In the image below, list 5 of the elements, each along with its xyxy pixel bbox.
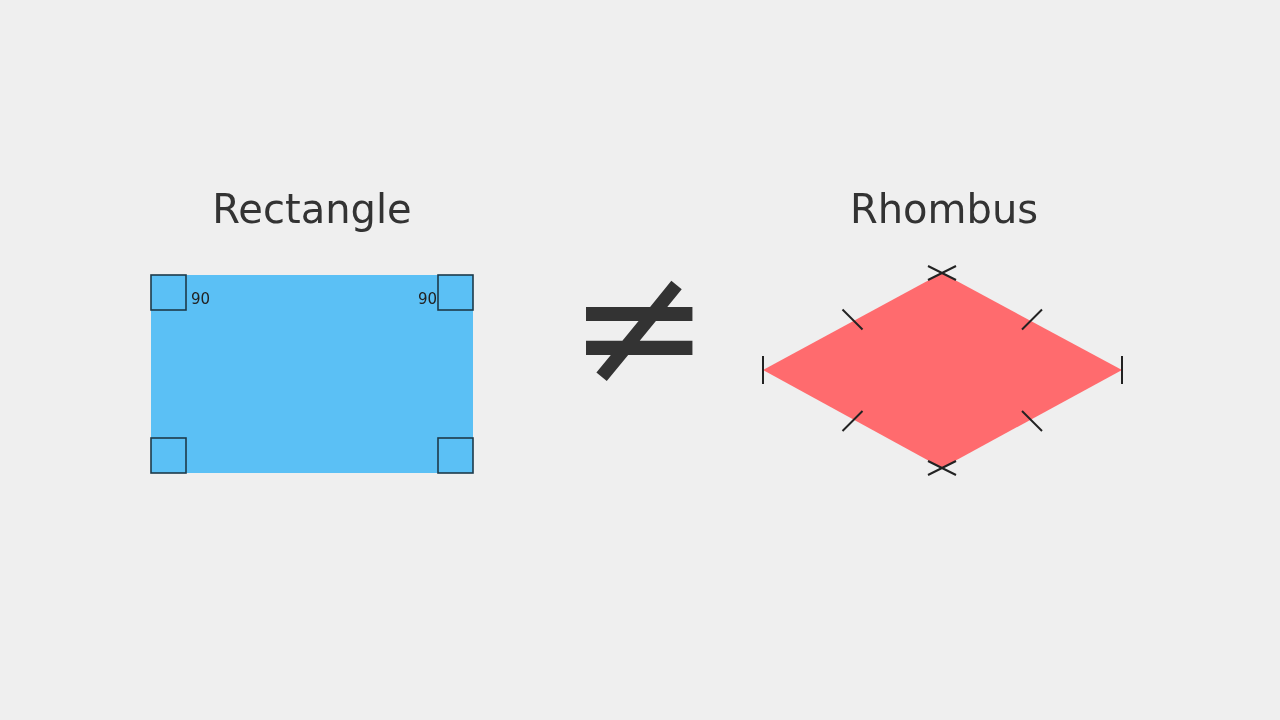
angle-label: 90 [418,292,438,307]
shape-title: Rectangle [212,186,412,232]
shape-title: Rhombus [849,186,1039,232]
not-equal-sign: ≠ [568,240,711,410]
angle-label: 90 [191,292,211,307]
